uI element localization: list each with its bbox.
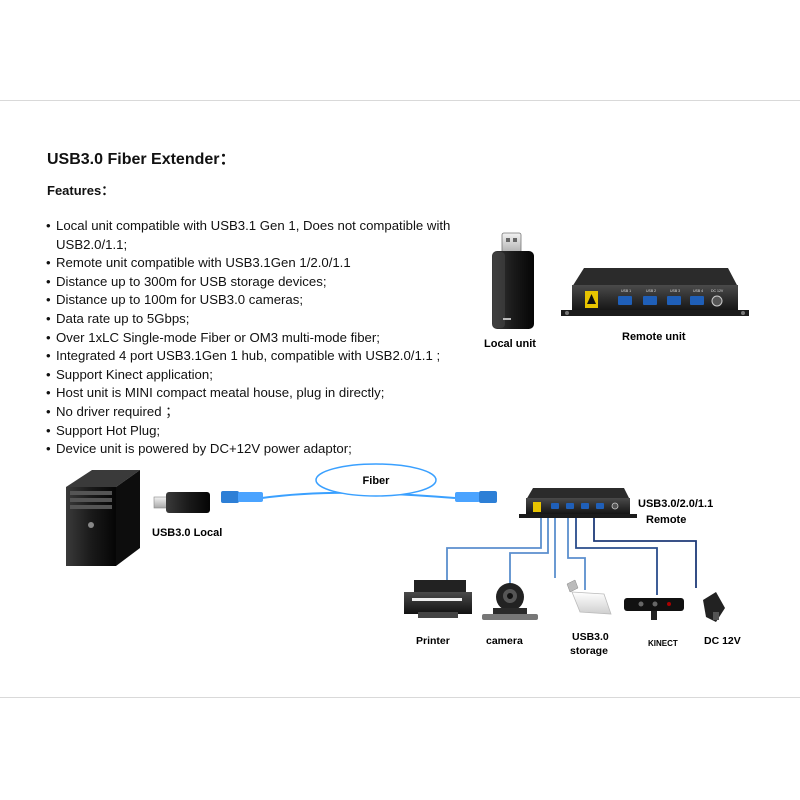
remote-port-label: USB 2	[646, 289, 656, 293]
page-title: USB3.0 Fiber Extender：	[47, 151, 236, 168]
local-unit-label: Local unit	[484, 338, 536, 350]
feature-item: No driver required ；	[46, 403, 486, 422]
device-label: USB3.0	[572, 631, 609, 643]
printer-icon	[404, 580, 472, 618]
fiber-label: Fiber	[363, 475, 391, 487]
kinect-icon	[624, 598, 684, 620]
device-label: KINECT	[648, 639, 678, 648]
remote-unit-image	[561, 268, 749, 316]
feature-item: Support Kinect application;	[46, 366, 486, 385]
remote-unit-diagram-image	[519, 488, 637, 518]
remote-port-label: USB 1	[621, 289, 631, 293]
remote-label: Remote	[646, 514, 686, 526]
fiber-cable	[221, 491, 497, 503]
feature-item: Remote unit compatible with USB3.1Gen 1/…	[46, 254, 486, 273]
feature-item: Host unit is MINI compact meatal house, …	[46, 384, 486, 403]
device-label: camera	[486, 635, 523, 647]
feature-item: Distance up to 300m for USB storage devi…	[46, 273, 486, 292]
local-dongle-image	[153, 492, 210, 513]
feature-item: Distance up to 100m for USB3.0 cameras;	[46, 291, 486, 310]
connection-lines	[446, 518, 697, 595]
local-unit-image	[492, 232, 534, 329]
dc-adapter-icon	[703, 592, 725, 622]
pc-tower-image	[66, 470, 140, 566]
remote-port-label: USB 3	[670, 289, 680, 293]
fiber-label-bubble	[315, 463, 437, 497]
device-label: storage	[570, 645, 608, 657]
bottom-divider	[0, 697, 800, 698]
remote-unit-label: Remote unit	[622, 331, 686, 343]
top-divider	[0, 100, 800, 101]
camera-icon	[482, 583, 538, 620]
features-list: Local unit compatible with USB3.1 Gen 1,…	[46, 217, 486, 459]
remote-dc-label: DC 12V	[711, 289, 724, 293]
remote-port-label: USB 4	[693, 289, 703, 293]
features-heading: Features：	[47, 183, 115, 198]
feature-item: Local unit compatible with USB3.1 Gen 1,…	[46, 217, 486, 254]
feature-item: Integrated 4 port USB3.1Gen 1 hub, compa…	[46, 347, 486, 366]
device-label: DC 12V	[704, 635, 741, 647]
remote-label: USB3.0/2.0/1.1	[638, 498, 713, 510]
feature-item: Support Hot Plug;	[46, 422, 486, 441]
feature-item: Over 1xLC Single-mode Fiber or OM3 multi…	[46, 329, 486, 348]
feature-item: Data rate up to 5Gbps;	[46, 310, 486, 329]
usb-storage-icon	[566, 579, 612, 615]
local-label: USB3.0 Local	[152, 527, 222, 539]
feature-item: Device unit is powered by DC+12V power a…	[46, 440, 486, 459]
device-label: Printer	[416, 635, 450, 647]
